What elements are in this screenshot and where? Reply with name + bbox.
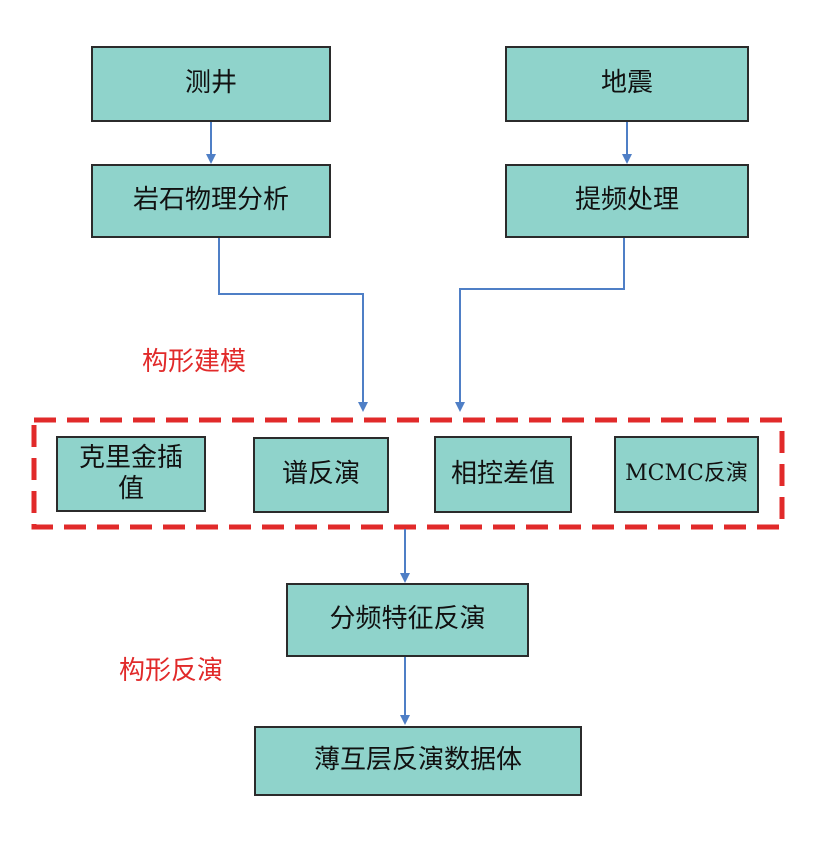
node-frequency-feature-inversion: 分频特征反演: [286, 583, 529, 657]
node-frequency-feature-inversion-label: 分频特征反演: [329, 604, 486, 635]
arrow-rock-physics-to-modeling: [218, 238, 368, 412]
label-structure-modeling: 构形建模: [142, 347, 247, 377]
node-well-logging: 测井: [91, 46, 331, 122]
node-rock-physics-label: 岩石物理分析: [132, 185, 289, 216]
node-mcmc-inversion: MCMC反演: [614, 436, 759, 513]
node-rock-physics: 岩石物理分析: [91, 164, 331, 238]
node-facies-interpolation: 相控差值: [434, 436, 572, 513]
label-structure-inversion: 构形反演: [119, 656, 224, 686]
node-seismic-label: 地震: [600, 68, 653, 99]
arrow-frequency-processing-to-modeling: [455, 238, 625, 412]
node-spectral-inversion: 谱反演: [253, 437, 389, 513]
node-thin-layer-volume-label: 薄互层反演数据体: [313, 745, 522, 776]
node-mcmc-inversion-label: MCMC反演: [625, 461, 748, 487]
node-frequency-processing-label: 提频处理: [574, 185, 679, 216]
node-seismic: 地震: [505, 46, 749, 122]
modeling-methods-dashed-frame: [31, 417, 785, 530]
node-well-logging-label: 测井: [184, 68, 237, 99]
node-kriging-label: 克里金插值: [78, 442, 183, 504]
node-thin-layer-volume: 薄互层反演数据体: [254, 726, 582, 796]
node-kriging: 克里金插值: [56, 436, 206, 512]
node-frequency-processing: 提频处理: [505, 164, 749, 238]
node-spectral-inversion-label: 谱反演: [281, 459, 360, 490]
node-facies-interpolation-label: 相控差值: [450, 458, 555, 489]
